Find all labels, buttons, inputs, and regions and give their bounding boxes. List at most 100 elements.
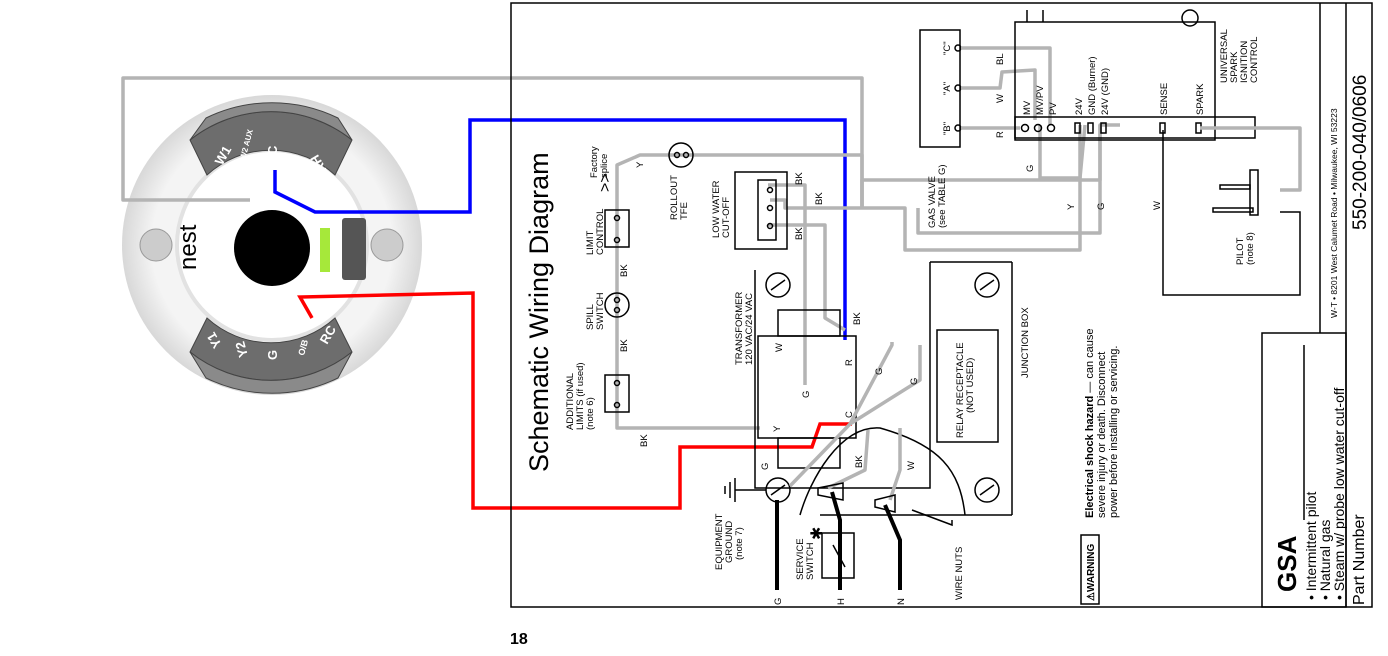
pilot-icon bbox=[1212, 169, 1259, 216]
gas-valve-terminal-b: "B" bbox=[942, 122, 953, 135]
control-terminal-mv: MV bbox=[1022, 100, 1033, 115]
warning-notice: ⚠WARNING Electrical shock hazard— can ca… bbox=[1080, 325, 1120, 605]
label-junction-box: JUNCTION BOX bbox=[1020, 307, 1031, 378]
transformer-terminal-w: W bbox=[774, 343, 785, 352]
rollout-tfe bbox=[668, 142, 694, 168]
center-hole bbox=[234, 210, 310, 286]
red-wire-rc bbox=[297, 291, 852, 510]
terminal-c: C bbox=[265, 145, 280, 155]
wire-tag: W bbox=[906, 461, 917, 470]
company-address: W-T • 8201 West Calumet Road • Milwaukee… bbox=[1329, 108, 1339, 318]
label-factory-splice: Factorysplice bbox=[589, 146, 610, 178]
wire-tag: BK bbox=[852, 312, 863, 325]
ground-symbol-icon bbox=[724, 478, 766, 502]
page-number: 18 bbox=[510, 631, 528, 648]
additional-limits bbox=[604, 374, 630, 413]
limit-control bbox=[604, 209, 630, 248]
screw-icon bbox=[974, 272, 1000, 298]
wire-tag: BK bbox=[794, 227, 805, 240]
label-low-water: LOW WATERCUT-OFF bbox=[711, 180, 732, 238]
control-terminal-spark: SPARK bbox=[1195, 83, 1206, 115]
terminal-y1: Y1 bbox=[204, 330, 225, 351]
screw-icon bbox=[1181, 9, 1199, 27]
factory-splice-icon: >> bbox=[597, 173, 614, 192]
blue-wire-c bbox=[273, 118, 847, 340]
wire-tag: W bbox=[1152, 201, 1163, 210]
screw-icon bbox=[974, 477, 1000, 503]
wire-nut-icon bbox=[874, 494, 896, 513]
wire-tag: BK bbox=[814, 192, 825, 205]
screw-icon bbox=[139, 228, 173, 262]
wire-tag: Y bbox=[1066, 203, 1077, 210]
line-label-g: G bbox=[773, 598, 784, 605]
wire-tag: G bbox=[1025, 165, 1036, 172]
service-switch-asterisk-icon: ✱ bbox=[809, 527, 826, 540]
terminal-y2: Y2 bbox=[232, 340, 251, 359]
warning-badge bbox=[1080, 534, 1100, 605]
ignition-control bbox=[1014, 21, 1216, 141]
warning-badge-text: ⚠WARNING bbox=[1086, 543, 1097, 601]
connector-icon bbox=[342, 218, 366, 280]
label-transformer: TRANSFORMER120 VAC/24 VAC bbox=[734, 292, 755, 366]
gray-wire-w1 bbox=[121, 76, 864, 208]
label-gas-valve: GAS VALVE(see TABLE G) bbox=[927, 164, 948, 228]
label-wire-nuts: WIRE NUTS bbox=[954, 547, 965, 600]
wire-tag: G bbox=[874, 368, 885, 375]
low-water-cutoff bbox=[734, 171, 788, 250]
line-label-n: N bbox=[896, 598, 907, 605]
wire-tag: BK bbox=[794, 172, 805, 185]
wire-nut-icon bbox=[817, 482, 844, 501]
title-block-box bbox=[1261, 332, 1347, 608]
warning-text: Electrical shock hazard— can cause sever… bbox=[1084, 325, 1120, 518]
terminal-star: * bbox=[289, 152, 310, 164]
label-spill-switch: SPILLSWITCH bbox=[585, 292, 606, 330]
screw-icon bbox=[765, 272, 791, 298]
nest-thermostat-base: W1 W2 AUX C * RH Y1 Y2 G O/B RC nest bbox=[122, 95, 422, 395]
terminal-g: G bbox=[265, 350, 280, 360]
control-terminal-gnd-burner: GND (Burner) bbox=[1087, 56, 1098, 115]
bubble-level-icon bbox=[320, 228, 330, 272]
label-service-switch: SERVICESWITCH bbox=[795, 538, 816, 580]
control-terminal-24v-gnd: 24V (GND) bbox=[1100, 68, 1111, 115]
wire-tag: BK bbox=[619, 264, 630, 277]
control-terminal-pv: PV bbox=[1048, 102, 1059, 115]
gas-valve-terminal-c: "C" bbox=[942, 41, 953, 55]
label-ignition-control: UNIVERSALSPARKIGNITIONCONTROL bbox=[1219, 29, 1260, 83]
wire-tag: BK bbox=[619, 339, 630, 352]
schematic-title: Schematic Wiring Diagram bbox=[524, 152, 554, 472]
model-name: GSA bbox=[1272, 535, 1302, 592]
label-relay: RELAY RECEPTACLE(NOT USED) bbox=[955, 342, 976, 438]
terminal-ob: O/B bbox=[296, 338, 310, 357]
label-pilot: PILOT(note 8) bbox=[1235, 232, 1256, 265]
gas-valve-terminal-a: "A" bbox=[942, 82, 953, 95]
part-number: 550-200-040/0606 bbox=[1350, 75, 1371, 230]
label-equipment-ground: EQUIPMENTGROUND(note 7) bbox=[714, 513, 745, 570]
screw-icon bbox=[370, 228, 404, 262]
wire-tag: BK bbox=[854, 455, 865, 468]
wire-tag: BK bbox=[639, 434, 650, 447]
transformer-terminal-c: C bbox=[844, 411, 855, 418]
u-bracket-icon bbox=[1026, 10, 1044, 22]
transformer-terminal-y: Y bbox=[772, 425, 783, 432]
label-rollout-tfe: ROLLOUTTFE bbox=[669, 175, 690, 220]
transformer-terminal-g: G bbox=[801, 391, 812, 398]
label-limit-control: LIMITCONTROL bbox=[585, 209, 606, 255]
transformer-terminal-r: R bbox=[844, 359, 855, 366]
service-switch bbox=[821, 532, 855, 579]
wire-tag: R bbox=[995, 131, 1006, 138]
bullet-list: • Intermittent pilot • Natural gas • Ste… bbox=[1303, 387, 1347, 600]
part-number-label: Part Number bbox=[1351, 514, 1368, 605]
control-terminal-24v: 24V bbox=[1074, 97, 1085, 115]
ground-screw-label: G bbox=[760, 463, 771, 470]
control-terminal-mvpv: MV/PV bbox=[1035, 85, 1046, 115]
wire-tag: W bbox=[995, 94, 1006, 103]
line-label-h: H bbox=[836, 598, 847, 605]
wire-tag: BL bbox=[995, 53, 1006, 65]
ground-screw-icon bbox=[765, 477, 791, 503]
nest-logo: nest bbox=[175, 224, 202, 270]
control-terminal-sense: SENSE bbox=[1159, 83, 1170, 115]
spill-switch bbox=[604, 292, 630, 318]
gas-valve bbox=[919, 29, 961, 148]
